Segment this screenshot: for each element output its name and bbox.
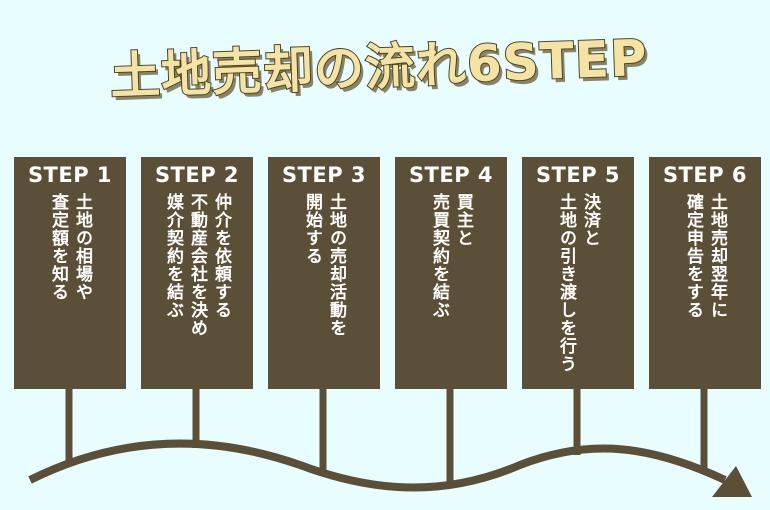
step-text-line: 決済と (580, 193, 600, 247)
step-card-6: STEP 6 土地売却翌年に 確定申告をする (649, 157, 761, 389)
step-description: 決済と 土地の引き渡しを行う (522, 193, 634, 381)
step-label: STEP 4 (408, 163, 494, 187)
step-card-2: STEP 2 仲介を依頼する 不動産会社を決め 媒介契約を結ぶ (141, 157, 253, 389)
step-description: 土地売却翌年に 確定申告をする (649, 193, 761, 381)
step-description: 仲介を依頼する 不動産会社を決め 媒介契約を結ぶ (141, 193, 253, 381)
step-label: STEP 3 (281, 163, 367, 187)
step-text-line: 査定額を知る (48, 193, 68, 301)
step-label: STEP 2 (154, 163, 240, 187)
step-text-line: 媒介契約を結ぶ (163, 193, 183, 319)
page-title: 土地売却の流れ6STEP 土地売却の流れ6STEP (100, 28, 680, 110)
step-description: 土地の相場や 査定額を知る (14, 193, 126, 381)
step-card-4: STEP 4 買主と 売買契約を結ぶ (395, 157, 507, 389)
step-text-line: 土地売却翌年に (707, 193, 727, 319)
step-text-line: 不動産会社を決め (187, 193, 207, 337)
step-text-line: 開始する (302, 193, 322, 265)
step-description: 土地の売却活動を 開始する (268, 193, 380, 381)
step-card-1: STEP 1 土地の相場や 査定額を知る (14, 157, 126, 389)
step-label: STEP 1 (27, 163, 113, 187)
step-text-line: 売買契約を結ぶ (429, 193, 449, 319)
step-text-line: 土地の引き渡しを行う (556, 193, 576, 373)
step-text-line: 土地の売却活動を (326, 193, 346, 337)
step-text-line: 仲介を依頼する (211, 193, 231, 319)
step-text-line: 買主と (453, 193, 473, 247)
step-card-3: STEP 3 土地の売却活動を 開始する (268, 157, 380, 389)
step-label: STEP 5 (535, 163, 621, 187)
step-card-5: STEP 5 決済と 土地の引き渡しを行う (522, 157, 634, 389)
step-text-line: 土地の相場や (72, 193, 92, 301)
step-label: STEP 6 (662, 163, 748, 187)
step-text-line: 確定申告をする (683, 193, 703, 319)
step-description: 買主と 売買契約を結ぶ (395, 193, 507, 381)
